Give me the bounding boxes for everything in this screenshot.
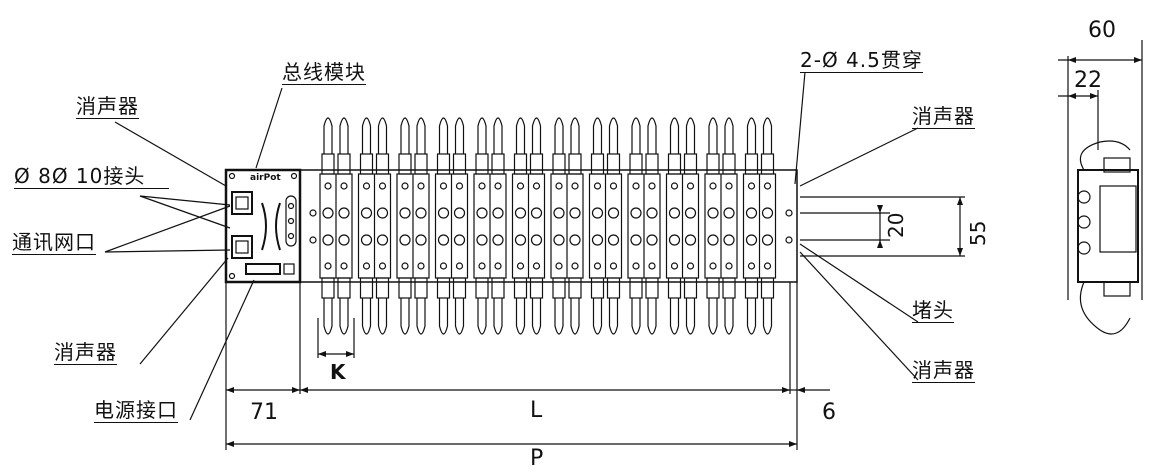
label-muffler-bottom-right: 消声器 <box>912 358 975 383</box>
dim-6: 6 <box>822 400 836 425</box>
label-muffler-bottom-left: 消声器 <box>54 340 117 365</box>
dim-55: 55 <box>966 220 990 246</box>
valve-unit <box>319 117 353 335</box>
dim-60: 60 <box>1088 18 1116 43</box>
valve-stack <box>319 117 777 335</box>
dim-p: P <box>530 446 544 471</box>
label-plug: 堵头 <box>912 298 954 323</box>
valve-unit <box>434 117 469 335</box>
bus-module <box>224 168 302 284</box>
dim-k: K <box>330 360 346 384</box>
valve-unit <box>396 117 430 335</box>
label-muffler-top-left: 消声器 <box>76 94 139 119</box>
label-through-hole: 2-Ø 4.5贯穿 <box>800 48 923 73</box>
dim-71: 71 <box>250 400 278 425</box>
module-logo: airPot <box>250 173 281 183</box>
valve-unit <box>588 117 623 335</box>
label-connector: Ø 8Ø 10接头 <box>14 166 169 189</box>
dim-22: 22 <box>1074 68 1102 93</box>
side-view <box>1058 40 1143 335</box>
label-network-port: 通讯网口 <box>12 230 96 255</box>
valve-unit <box>742 117 777 335</box>
valve-unit <box>627 117 661 335</box>
label-muffler-top-right: 消声器 <box>912 104 975 129</box>
valve-unit <box>550 117 584 335</box>
valve-unit <box>665 117 700 335</box>
valve-unit <box>511 117 546 335</box>
label-bus-module: 总线模块 <box>282 60 366 85</box>
label-power-port: 电源接口 <box>94 398 178 423</box>
dim-20: 20 <box>884 212 908 238</box>
valve-unit <box>357 117 392 335</box>
valve-unit <box>704 117 738 335</box>
valve-unit <box>473 117 507 335</box>
dim-l: L <box>530 398 543 423</box>
